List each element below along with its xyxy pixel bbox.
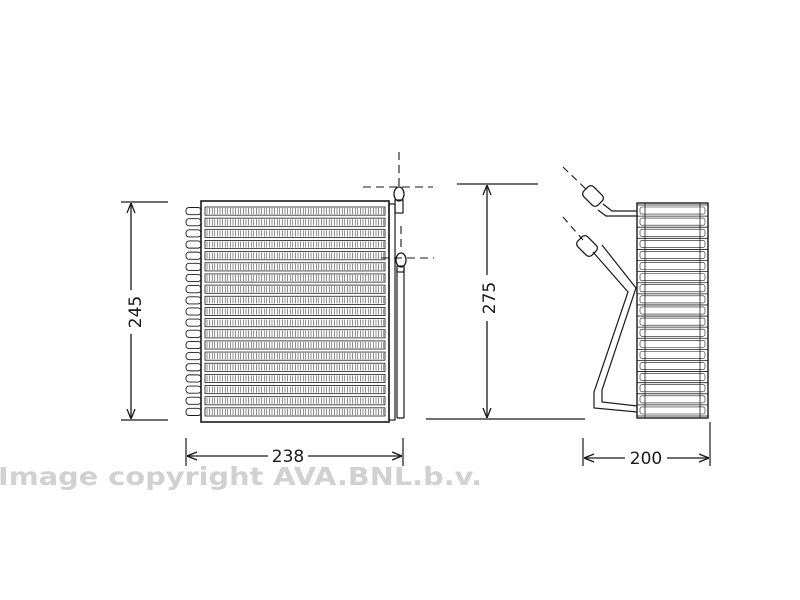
front-upper-fitting <box>393 186 405 214</box>
side-core-frame <box>636 202 709 419</box>
front-lower-fitting <box>395 252 407 273</box>
front-core-fins <box>204 206 386 417</box>
side-pipe-centerlines <box>562 166 590 241</box>
dimension-200: 200 <box>582 422 711 469</box>
front-outlet-pipe <box>396 268 405 419</box>
copyright-watermark: Image copyright AVA.BNL.b.v. <box>0 462 482 491</box>
front-left-tube-ends <box>185 207 202 416</box>
fitting-centerlines <box>363 152 434 259</box>
dimension-275: 275 <box>426 183 585 420</box>
side-view <box>562 166 709 419</box>
front-core-frame <box>200 200 390 423</box>
dimension-label-245: 245 <box>126 296 146 328</box>
side-core-fins <box>637 203 708 418</box>
dimension-label-275: 275 <box>480 282 500 314</box>
dimension-238: 238 <box>185 438 404 467</box>
dimension-label-238: 238 <box>272 447 304 467</box>
front-view <box>185 152 434 423</box>
side-upper-pipe <box>581 184 637 217</box>
dimension-245: 245 <box>121 201 168 421</box>
front-right-header <box>388 203 396 421</box>
side-lower-pipe <box>575 234 638 413</box>
dimension-label-200: 200 <box>630 449 662 469</box>
